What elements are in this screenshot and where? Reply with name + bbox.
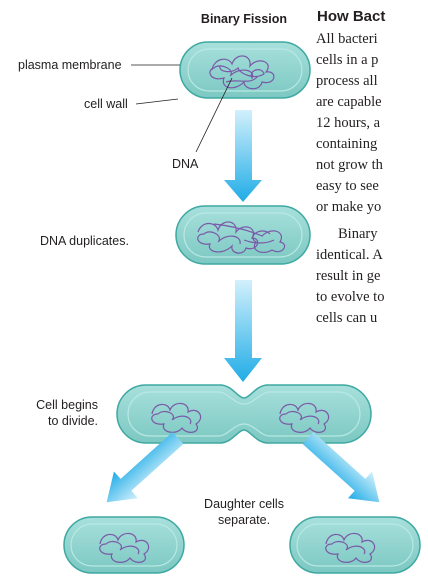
- dna-tangle: [279, 402, 330, 433]
- duplicating-cell: [175, 205, 311, 265]
- label-cell-begins: Cell begins: [36, 398, 98, 412]
- dna-tangle: [197, 221, 286, 254]
- article-line: cells can u: [316, 310, 378, 326]
- article-line: process all: [316, 73, 378, 89]
- article-line: not grow th: [316, 157, 383, 173]
- dna-tangle: [99, 532, 150, 563]
- daughter-cell-left: [63, 516, 185, 574]
- label-cell-wall: cell wall: [84, 97, 128, 111]
- article-line: cells in a p: [316, 52, 379, 68]
- original-cell: [179, 41, 311, 99]
- article-line: identical. A: [316, 247, 383, 263]
- leader-dna: [195, 77, 233, 153]
- arrow-down-right: [302, 432, 380, 503]
- label-separate: separate.: [218, 513, 270, 527]
- article-line: to evolve to: [316, 289, 385, 305]
- article-line: containing: [316, 136, 378, 152]
- leader-cell-wall: [135, 98, 179, 105]
- dividing-cell: [116, 384, 372, 444]
- down-arrow-1: [224, 110, 262, 202]
- article-line: All bacteri: [316, 31, 378, 47]
- label-to-divide: to divide.: [48, 414, 98, 428]
- article-line: 12 hours, a: [316, 115, 381, 131]
- article-line: easy to see: [316, 178, 379, 194]
- label-plasma-membrane: plasma membrane: [18, 58, 122, 72]
- dna-tangle: [151, 402, 202, 433]
- daughter-cell-right: [289, 516, 421, 574]
- label-daughter-cells: Daughter cells: [204, 497, 284, 511]
- diagram-title: Binary Fission: [201, 12, 287, 26]
- arrow-down-left: [106, 432, 184, 503]
- article-line: are capable: [316, 94, 382, 110]
- article-column: How Bact All bacteri cells in a p proces…: [316, 0, 428, 588]
- article-heading: How Bact: [317, 8, 386, 25]
- article-line: result in ge: [316, 268, 381, 284]
- label-dna-duplicates: DNA duplicates.: [40, 234, 129, 248]
- down-arrow-2: [224, 280, 262, 382]
- dna-tangle: [209, 55, 275, 90]
- article-line: or make yo: [316, 199, 382, 215]
- dna-tangle: [325, 532, 376, 563]
- article-line: Binary: [338, 226, 378, 242]
- label-dna: DNA: [172, 157, 199, 171]
